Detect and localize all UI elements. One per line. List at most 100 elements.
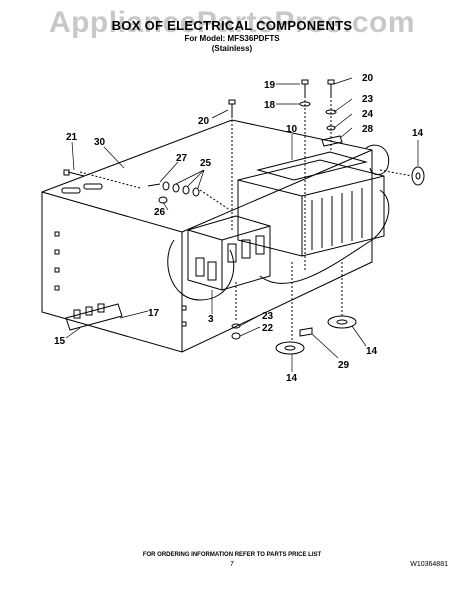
leader-line [239, 326, 261, 337]
document-number: W10364881 [410, 561, 448, 568]
variant-line: (Stainless) [211, 44, 253, 53]
enclosure-top [256, 151, 368, 181]
callout-17: 17 [148, 308, 160, 319]
control-board-enclosure [237, 159, 385, 257]
rubber-foot [411, 166, 425, 186]
leader-line [65, 327, 81, 339]
callout-23: 23 [262, 311, 274, 322]
callout-21: 21 [66, 132, 78, 143]
assembly-line [79, 171, 141, 189]
leader-line [119, 310, 149, 319]
assembly-line [379, 169, 413, 177]
rubber-foot [327, 315, 357, 329]
relay-contactor [187, 215, 271, 291]
relay-terminal [207, 261, 217, 281]
leader-line [175, 169, 205, 185]
rubber-foot-hole [336, 319, 348, 325]
nut [231, 332, 241, 340]
bracket-clip [321, 135, 343, 147]
callout-27: 27 [176, 153, 188, 164]
enclosure-edge [237, 179, 303, 197]
rubber-foot [275, 341, 305, 355]
model-line: For Model: MFS36PDFTS [184, 34, 280, 43]
ordering-note: FOR ORDERING INFORMATION REFER TO PARTS … [142, 552, 322, 558]
terminal-post [97, 303, 105, 313]
leader-line [187, 169, 205, 187]
callout-25: 25 [200, 158, 212, 169]
bracket-29 [299, 327, 313, 337]
leader-line [211, 109, 229, 119]
callout-19: 19 [264, 80, 276, 91]
callout-30: 30 [94, 137, 106, 148]
callout-24: 24 [362, 109, 374, 120]
washer [162, 181, 170, 191]
washer [182, 185, 190, 195]
callout-15: 15 [54, 336, 66, 347]
callout-22: 22 [262, 323, 274, 334]
terminal-block [65, 303, 123, 331]
callout-14: 14 [286, 373, 298, 384]
relay-edge [221, 225, 271, 241]
mount-hole [181, 305, 187, 311]
relay-terminal [255, 235, 265, 255]
screw-head [301, 79, 309, 85]
relay-edge [187, 229, 223, 241]
leader-line [351, 325, 367, 347]
leader-line [162, 201, 169, 211]
leader-line [339, 127, 353, 139]
screw-head [327, 79, 335, 85]
page-number: 7 [230, 561, 234, 568]
wire-harness [365, 144, 390, 175]
leader-line [311, 333, 339, 359]
relay-terminal [241, 239, 251, 259]
box-top-edge [181, 149, 373, 233]
relay-terminal [195, 257, 205, 277]
mount-hole [181, 321, 187, 327]
rubber-foot-hole [415, 172, 421, 180]
mount-hole [54, 231, 60, 237]
callout-14: 14 [366, 346, 378, 357]
leader-line [71, 141, 75, 171]
leader-line [333, 113, 353, 129]
relay-terminal [227, 243, 237, 263]
terminal-post [73, 309, 81, 319]
page-title: BOX OF ELECTRICAL COMPONENTS [111, 18, 353, 33]
washer [325, 109, 337, 115]
terminal-post [85, 306, 93, 316]
grommet [158, 196, 168, 204]
leader-line [333, 98, 353, 113]
nut [326, 125, 336, 131]
vent-slot [61, 187, 81, 194]
leader-line [103, 146, 125, 169]
leader-line [159, 161, 179, 183]
bolt [147, 183, 161, 187]
screw-head [228, 99, 236, 105]
leader-line [333, 77, 353, 85]
callout-3: 3 [208, 314, 214, 325]
enclosure-edge [301, 175, 385, 197]
leader-line [197, 169, 205, 189]
screw [67, 171, 85, 177]
callout-18: 18 [264, 100, 276, 111]
leader-line [239, 314, 261, 327]
callout-23: 23 [362, 94, 374, 105]
callout-14: 14 [412, 128, 424, 139]
rubber-foot-hole [284, 345, 296, 351]
mount-hole [54, 285, 60, 291]
screw-head [63, 169, 70, 176]
mount-hole [54, 267, 60, 273]
callout-28: 28 [362, 124, 374, 135]
callout-20: 20 [198, 116, 210, 127]
mount-hole [54, 249, 60, 255]
wire-harness [259, 189, 390, 284]
callout-10: 10 [286, 124, 298, 135]
assembly-line [199, 189, 231, 211]
callout-29: 29 [338, 360, 350, 371]
wire-harness [167, 239, 235, 301]
callout-26: 26 [154, 207, 166, 218]
vent-slot [83, 183, 103, 190]
washer [172, 183, 180, 193]
box-shelf-edge [41, 191, 183, 233]
callout-20: 20 [362, 73, 374, 84]
